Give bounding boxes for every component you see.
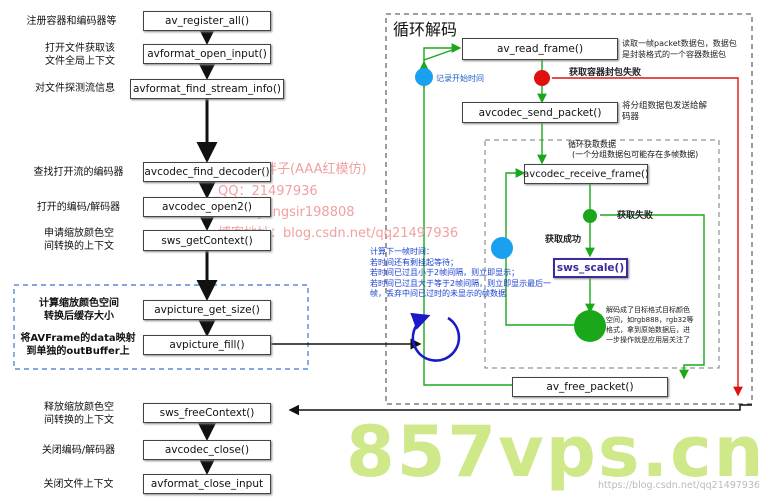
box-av-register-all[interactable]: av_register_all(): [143, 11, 271, 31]
note-read-frame: 读取一帧packet数据包，数据包 是封装格式的一个容器数据包: [622, 39, 737, 59]
box-avformat-open-input[interactable]: avformat_open_input(): [143, 44, 271, 64]
box-avcodec-find-decoder[interactable]: avcodec_find_decoder(): [143, 162, 271, 182]
record-time-dot: [415, 68, 433, 86]
inner-loop-subtitle: (一个分组数据包可能存在多帧数据): [572, 150, 699, 159]
box-avcodec-close[interactable]: avcodec_close(): [143, 440, 271, 460]
desc-freecontext: 释放缩放颜色空 间转换的上下文: [44, 402, 114, 426]
desc-register: 注册容器和编码器等: [26, 16, 117, 27]
box-avformat-close-input[interactable]: avformat_close_input: [143, 474, 271, 494]
box-sws-getcontext[interactable]: sws_getContext(): [143, 230, 271, 251]
watermark-qq: QQ：21497936: [218, 184, 318, 199]
box-avcodec-open2[interactable]: avcodec_open2(): [143, 197, 271, 217]
box-av-read-frame[interactable]: av_read_frame(): [462, 38, 618, 60]
loop-frame: [385, 13, 753, 405]
desc-find-decoder: 查找打开流的编码器: [33, 167, 124, 178]
desc-fill: 将AVFrame的data映射 到单独的outBuffer上: [20, 333, 136, 357]
desc-avcodec-close: 关闭编码/解码器: [41, 445, 116, 456]
box-av-free-packet[interactable]: av_free_packet(): [512, 377, 668, 397]
decoded-dot: [574, 310, 606, 342]
inner-loop-title: 循环获取数据: [568, 140, 616, 149]
note-send-packet: 将分组数据包发送给解 码器: [622, 101, 708, 122]
desc-open2: 打开的编码/解码器: [36, 202, 121, 213]
site-logo: 857vps.cn: [346, 411, 759, 493]
box-sws-freecontext[interactable]: sws_freeContext(): [143, 403, 271, 423]
desc-get-size: 计算缩放颜色空间 转换后缓存大小: [39, 298, 119, 322]
desc-find-stream: 对文件探测流信息: [35, 83, 115, 94]
watermark-url: https://blog.csdn.net/qq21497936: [598, 480, 759, 491]
timing-dot: [491, 237, 513, 259]
note-decoded: 解码成了目标格式目标颜色 空间，如rgb888，rgb32等 格式，拿到原始数据…: [606, 306, 694, 344]
box-avpicture-fill[interactable]: avpicture_fill(): [143, 335, 271, 355]
label-recv-fail: 获取失败: [617, 211, 654, 221]
label-record-time: 记录开始时间: [436, 74, 484, 83]
read-fail-dot: [534, 70, 550, 86]
desc-close-input: 关闭文件上下文: [43, 479, 114, 490]
desc-getcontext: 申请缩放颜色空 间转换的上下文: [44, 228, 114, 252]
watermark-blog: 博客地址：blog.csdn.net/qq21497936: [218, 226, 459, 241]
wait-loop-arrow: [410, 312, 461, 362]
recv-fail-dot: [583, 209, 597, 223]
note-timing: 计算下一帧时间： 若时间还有剩挂起等待； 若时间已过且小于2帧间隔，则立即显示；…: [370, 247, 552, 298]
box-sws-scale[interactable]: sws_scale(): [553, 258, 628, 278]
box-avpicture-get-size[interactable]: avpicture_get_size(): [143, 300, 271, 320]
box-avcodec-receive-frame[interactable]: avcodec_receive_frame(): [523, 164, 649, 184]
desc-open-input: 打开文件获取该 文件全局上下文: [45, 43, 115, 67]
label-read-fail: 获取容器封包失败: [569, 68, 642, 78]
buffer-group-frame: [13, 284, 309, 370]
loop-title: 循环解码: [393, 20, 458, 39]
label-recv-ok: 获取成功: [545, 235, 582, 245]
inner-loop-frame: [484, 139, 720, 369]
box-avformat-find-stream-info[interactable]: avformat_find_stream_info(): [130, 79, 284, 99]
box-avcodec-send-packet[interactable]: avcodec_send_packet(): [462, 102, 618, 123]
